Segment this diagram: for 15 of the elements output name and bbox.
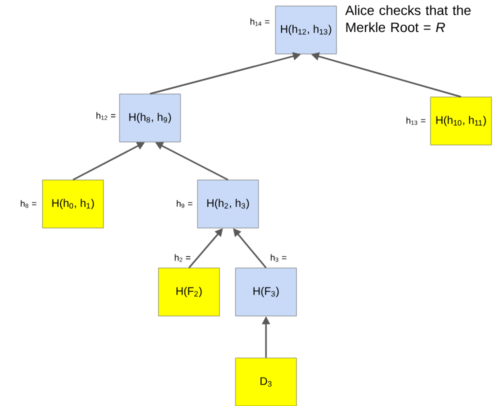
hash-box: H(h$_{12}$, h$_{13}$) bbox=[275, 6, 337, 54]
hash-box: H(h$_{0}$, h$_{1}$) bbox=[42, 180, 104, 228]
beside-label: h$_{13}$ = bbox=[406, 117, 426, 125]
hash-box: H(F$_{2}$) bbox=[158, 268, 220, 316]
hash-box: D$_{3}$ bbox=[235, 358, 297, 406]
beside-label: h$_{14}$ = bbox=[250, 18, 270, 26]
hash-box: H(h$_{8}$, h$_{9}$) bbox=[119, 94, 181, 142]
hash-box: H(h$_{10}$, h$_{11}$) bbox=[430, 96, 492, 146]
beside-label: h$_{12}$ = bbox=[96, 112, 116, 120]
beside-label: h$_{2}$ = bbox=[174, 254, 190, 262]
beside-label: h$_{3}$ = bbox=[270, 254, 286, 262]
beside-label: h$_{8}$ = bbox=[20, 200, 36, 208]
hash-box: H(F$_{3}$) bbox=[235, 268, 297, 316]
hash-box: H(h$_{2}$, h$_{3}$) bbox=[197, 180, 259, 228]
beside-label: h$_{9}$ = bbox=[176, 200, 192, 208]
